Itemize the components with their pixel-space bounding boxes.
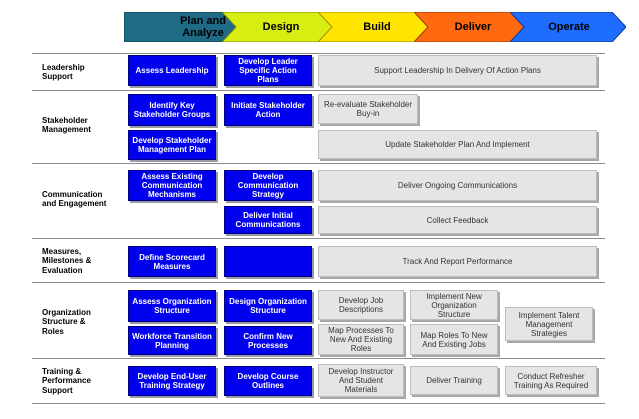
row-divider — [32, 90, 605, 91]
support-leadership-box: Support Leadership In Delivery Of Action… — [318, 55, 597, 86]
develop-communication-strategy-box: Develop Communication Strategy — [224, 170, 312, 201]
phase-build: Build — [318, 12, 434, 42]
workforce-planning-box: Workforce Transition Planning — [128, 326, 216, 355]
assess-communication-box: Assess Existing Communication Mechanisms — [128, 170, 216, 201]
row-divider — [32, 238, 605, 239]
update-stakeholder-plan-box: Update Stakeholder Plan And Implement — [318, 130, 597, 159]
assess-organization-box: Assess Organization Structure — [128, 290, 216, 322]
refresher-training-box: Conduct Refresher Training As Required — [505, 366, 597, 395]
collect-feedback-box: Collect Feedback — [318, 206, 597, 234]
implement-organization-box: Implement New Organization Structure — [410, 290, 498, 320]
deliver-initial-communications-box: Deliver Initial Communications — [224, 206, 312, 234]
initiate-stakeholder-box: Initiate Stakeholder Action — [224, 94, 312, 126]
row-divider — [32, 403, 605, 404]
row-divider — [32, 53, 605, 54]
map-roles-box: Map Roles To New And Existing Jobs — [410, 324, 498, 355]
row-label-training: Training & Performance Support — [42, 366, 91, 395]
deliver-ongoing-communications-box: Deliver Ongoing Communications — [318, 170, 597, 201]
row-divider — [32, 282, 605, 283]
row-label-communication: Communication and Engagement — [42, 189, 107, 209]
implement-talent-box: Implement Talent Management Strategies — [505, 307, 593, 341]
phase-chevron-2 — [222, 12, 338, 42]
measures-design-box — [224, 246, 312, 277]
develop-stakeholder-plan-box: Develop Stakeholder Management Plan — [128, 130, 216, 160]
row-label-measures: Measures, Milestones & Evaluation — [42, 246, 92, 275]
phase-label-4: Deliver — [454, 21, 492, 33]
phase-label-3: Build — [363, 21, 391, 33]
phase-label-2: Design — [262, 21, 300, 33]
map-processes-box: Map Processes To New And Existing Roles — [318, 324, 404, 355]
phase-label-1: Plan and Analyze — [180, 15, 226, 39]
reevaluate-buyin-box: Re-evaluate Stakeholder Buy-in — [318, 94, 418, 124]
design-organization-box: Design Organization Structure — [224, 290, 312, 322]
phase-label-5: Operate — [548, 21, 590, 33]
develop-job-descriptions-box: Develop Job Descriptions — [318, 290, 404, 320]
develop-leader-plans-box: Develop Leader Specific Action Plans — [224, 55, 312, 86]
row-divider — [32, 358, 605, 359]
develop-course-outlines-box: Develop Course Outlines — [224, 366, 312, 396]
define-scorecard-box: Define Scorecard Measures — [128, 246, 216, 277]
phase-chevron-3 — [318, 12, 434, 42]
identify-stakeholders-box: Identify Key Stakeholder Groups — [128, 94, 216, 126]
row-label-organization: Organization Structure & Roles — [42, 307, 91, 336]
deliver-training-box: Deliver Training — [410, 366, 498, 395]
row-label-leadership: Leadership Support — [42, 62, 85, 82]
develop-training-strategy-box: Develop End-User Training Strategy — [128, 366, 216, 396]
confirm-processes-box: Confirm New Processes — [224, 326, 312, 355]
phase-deliver: Deliver — [414, 12, 530, 42]
develop-materials-box: Develop Instructor And Student Materials — [318, 364, 404, 397]
phase-plan-analyze: Plan and Analyze — [124, 12, 248, 42]
phase-chevron-4 — [414, 12, 530, 42]
row-label-stakeholder: Stakeholder Management — [42, 115, 91, 135]
track-report-box: Track And Report Performance — [318, 246, 597, 277]
row-divider — [32, 163, 605, 164]
phase-chevron-5 — [510, 12, 626, 42]
phase-operate: Operate — [510, 12, 626, 42]
assess-leadership-box: Assess Leadership — [128, 55, 216, 86]
phase-design: Design — [222, 12, 338, 42]
